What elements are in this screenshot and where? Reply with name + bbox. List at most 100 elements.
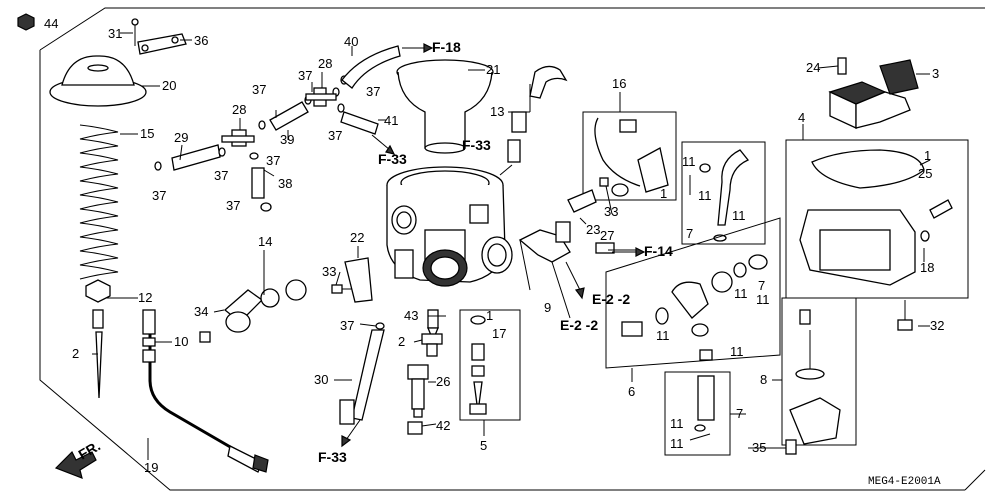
callout-16: 16: [612, 76, 626, 91]
callout-9: 9: [544, 300, 551, 315]
callout-11-g: 11: [756, 292, 770, 307]
diagram-frame: [39, 7, 986, 491]
part-sensor-16: [582, 111, 677, 201]
callout-36: 36: [194, 33, 208, 48]
callout-40: 40: [344, 34, 358, 49]
part-drain-8: [781, 297, 857, 446]
callout-34: 34: [194, 304, 208, 319]
callout-30: 30: [314, 372, 328, 387]
callout-37-g: 37: [366, 84, 380, 99]
callout-41: 41: [384, 113, 398, 128]
part-tee-28b: [305, 87, 337, 107]
callout-26: 26: [436, 374, 450, 389]
part-needle-jet-26: [407, 364, 429, 418]
callout-7-choke: 7: [758, 278, 765, 293]
callout-23: 23: [586, 222, 600, 237]
callout-39: 39: [280, 132, 294, 147]
carburetor-body: [386, 166, 513, 287]
callout-3: 3: [932, 66, 939, 81]
callout-37-e: 37: [226, 198, 240, 213]
set-7-box-lower: [664, 371, 731, 456]
ref-e22-left[interactable]: E-2 -2: [560, 317, 598, 333]
callout-25: 25: [918, 166, 932, 181]
set-7-box-upper: [681, 141, 766, 245]
callout-43: 43: [404, 308, 418, 323]
callout-11-f: 11: [734, 286, 748, 301]
front-direction-arrow: FR.: [54, 437, 103, 479]
leader-lines: [92, 32, 931, 460]
part-screw-33: [331, 284, 352, 294]
part-plug-42: [407, 421, 423, 435]
callout-13: 13: [490, 104, 504, 119]
callout-7-lower: 7: [736, 406, 743, 421]
callout-37-b: 37: [214, 168, 228, 183]
callout-2-left: 2: [72, 346, 79, 361]
part-top-cover-20: [49, 55, 147, 107]
callout-7-upper: 7: [686, 226, 693, 241]
callout-37-i: 37: [340, 318, 354, 333]
callout-38: 38: [278, 176, 292, 191]
callout-1-sensor: 1: [660, 186, 667, 201]
part-diaphragm-21: [396, 59, 494, 154]
callout-31: 31: [108, 26, 122, 41]
callout-11-a: 11: [682, 154, 696, 169]
callout-19: 19: [144, 460, 158, 475]
callout-4: 4: [798, 110, 805, 125]
callout-labels: 44 31 36 20 15 12 2 10 19 29 37 37 28 37…: [44, 16, 944, 475]
part-cable-guide-22: [344, 257, 373, 303]
ref-f33-center[interactable]: F-33: [462, 137, 491, 153]
callout-1-set5: 1: [486, 308, 493, 323]
part-screw-34: [199, 331, 211, 343]
set-5-box: [459, 309, 521, 421]
part-tube-38: [251, 167, 265, 199]
part-throttle-cable-19: [142, 309, 269, 473]
ref-e22-right[interactable]: E-2 -2: [592, 291, 630, 307]
callout-1-gasket: 1: [924, 148, 931, 163]
callout-42: 42: [436, 418, 450, 433]
callout-11-i: 11: [670, 436, 684, 451]
callout-29: 29: [174, 130, 188, 145]
ref-f14[interactable]: F-14: [644, 243, 673, 259]
part-bracket-36: [137, 33, 187, 55]
callout-32: 32: [930, 318, 944, 333]
callout-15: 15: [140, 126, 154, 141]
part-screw-27: [595, 242, 615, 254]
callout-11-b: 11: [698, 188, 712, 203]
callout-21: 21: [486, 62, 500, 77]
callout-35: 35: [752, 440, 766, 455]
callout-12: 12: [138, 290, 152, 305]
part-valve-24: [837, 57, 847, 75]
ref-f33-bottom[interactable]: F-33: [318, 449, 347, 465]
part-hose-29: [171, 144, 221, 171]
part-hose-41: [340, 111, 379, 135]
part-screw-23: [567, 177, 609, 213]
part-main-jet-2b: [421, 333, 443, 357]
callout-6: 6: [628, 384, 635, 399]
callout-37-f: 37: [298, 68, 312, 83]
callout-37-h: 37: [328, 128, 342, 143]
part-tube-30: [339, 329, 385, 425]
callout-33-right: 33: [604, 204, 618, 219]
part-choke-assembly: [605, 217, 781, 369]
diagram-code: MEG4-E2001A: [868, 476, 941, 488]
ref-f18[interactable]: F-18: [432, 39, 461, 55]
ref-f33-left[interactable]: F-33: [378, 151, 407, 167]
part-spring-15: [79, 124, 119, 280]
reference-arrows: [341, 43, 646, 448]
part-screw-32: [897, 300, 913, 331]
callout-24: 24: [806, 60, 820, 75]
callout-11-e: 11: [730, 344, 744, 359]
part-elbow-13: [507, 65, 568, 163]
part-throttle-stop-14: [223, 279, 307, 333]
part-plug-35: [785, 439, 797, 455]
callout-8: 8: [760, 372, 767, 387]
callout-18: 18: [920, 260, 934, 275]
callout-28-b: 28: [318, 56, 332, 71]
part-cap-44: [17, 13, 35, 31]
callout-33-left: 33: [322, 264, 336, 279]
part-tee-28a: [221, 129, 255, 147]
callout-37-c: 37: [252, 82, 266, 97]
callout-28-a: 28: [232, 102, 246, 117]
